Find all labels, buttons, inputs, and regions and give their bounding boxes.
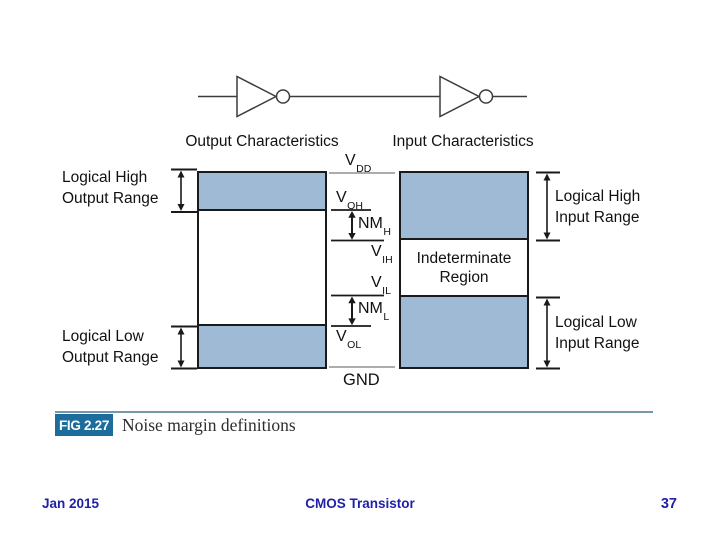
output-high-range-label: Logical High Output Range <box>62 169 159 207</box>
footer-title: CMOS Transistor <box>305 496 415 511</box>
nmh-arrow <box>348 211 356 240</box>
vdd-label: VDD <box>345 152 372 176</box>
output-low-range-label: Logical Low Output Range <box>62 328 159 366</box>
nml-arrow <box>348 296 356 326</box>
input-high-range-label: Logical High Input Range <box>555 188 641 226</box>
vol-label: VOL <box>336 328 362 352</box>
nmh-label: NMH <box>358 215 391 239</box>
voh-label: VOH <box>336 189 363 213</box>
indeterminate-label-line2: Region <box>439 268 489 286</box>
gnd-label: GND <box>343 371 380 389</box>
caption-text: Noise margin definitions <box>122 415 296 435</box>
vil-label: VIL <box>371 274 391 298</box>
output-low-region <box>199 326 325 367</box>
input-characteristics-header: Input Characteristics <box>392 133 534 150</box>
indeterminate-region: Indeterminate Region <box>401 240 527 297</box>
output-high-range-arrow <box>171 168 197 213</box>
footer-page-number: 37 <box>660 496 677 512</box>
output-transition-region <box>199 211 325 326</box>
output-characteristics-column <box>197 171 327 369</box>
inverter-gate-icon <box>198 75 440 118</box>
output-high-region <box>199 173 325 211</box>
input-low-region <box>401 297 527 367</box>
indeterminate-label-line1: Indeterminate <box>416 249 512 267</box>
footer-date: Jan 2015 <box>42 496 100 511</box>
input-high-region <box>401 173 527 240</box>
output-characteristics-header: Output Characteristics <box>185 133 339 150</box>
output-low-range-arrow <box>171 325 197 370</box>
caption-rule <box>55 411 653 413</box>
figure-number-badge: FIG 2.27 <box>55 414 113 436</box>
input-characteristics-column: Indeterminate Region <box>399 171 529 369</box>
vih-label: VIH <box>371 243 393 267</box>
nml-label: NML <box>358 300 390 324</box>
inverter-gate-icon <box>439 75 527 118</box>
input-low-range-label: Logical Low Input Range <box>555 314 640 352</box>
